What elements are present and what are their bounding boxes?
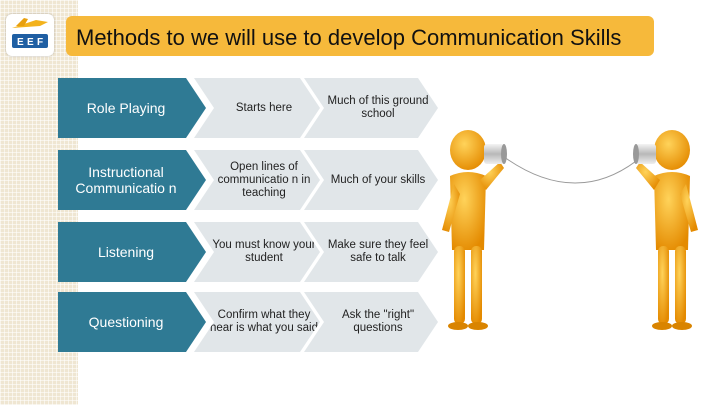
step-chevron: Much of this ground school — [304, 78, 438, 138]
method-chevron-instructional-communication: Instructional Communicatio n — [58, 150, 206, 210]
method-chevron-listening: Listening — [58, 222, 206, 282]
step-label: Much of your skills — [330, 173, 426, 186]
step-chevron: Confirm what they hear is what you said — [194, 292, 320, 352]
method-label: Role Playing — [86, 100, 166, 116]
method-chevron-role-playing: Role Playing — [58, 78, 206, 138]
step-label: Starts here — [235, 101, 293, 114]
step-chevron: Open lines of communicatio n in teaching — [194, 150, 320, 210]
step-chevron: Make sure they feel safe to talk — [304, 222, 438, 282]
step-label: Ask the "right" questions — [341, 309, 415, 334]
method-label: Instructional Communicatio n — [75, 164, 177, 196]
step-label: Make sure they feel safe to talk — [327, 239, 429, 264]
method-chevron-questioning: Questioning — [58, 292, 206, 352]
step-label: Much of this ground school — [327, 95, 429, 120]
plane-logo-icon: E E F — [12, 18, 48, 48]
tin-can-telephone-illustration — [440, 110, 710, 365]
step-chevron: Starts here — [194, 78, 320, 138]
step-label: Confirm what they hear is what you said — [209, 309, 319, 334]
logo-letter: E — [27, 37, 34, 48]
slide-title: Methods to we will use to develop Commun… — [76, 25, 622, 50]
step-chevron: You must know your student — [194, 222, 320, 282]
method-label: Listening — [97, 244, 155, 260]
step-label: Open lines of communicatio n in teaching — [217, 160, 311, 199]
step-label: You must know your student — [212, 239, 316, 264]
step-chevron: Ask the "right" questions — [304, 292, 438, 352]
logo-letter: E — [17, 37, 24, 48]
title-bar — [66, 16, 654, 56]
tin-can-telephone-icon — [442, 130, 698, 330]
logo-letter: F — [37, 37, 43, 48]
step-chevron: Much of your skills — [304, 150, 438, 210]
logo: E E F — [6, 14, 54, 56]
method-label: Questioning — [88, 314, 164, 330]
